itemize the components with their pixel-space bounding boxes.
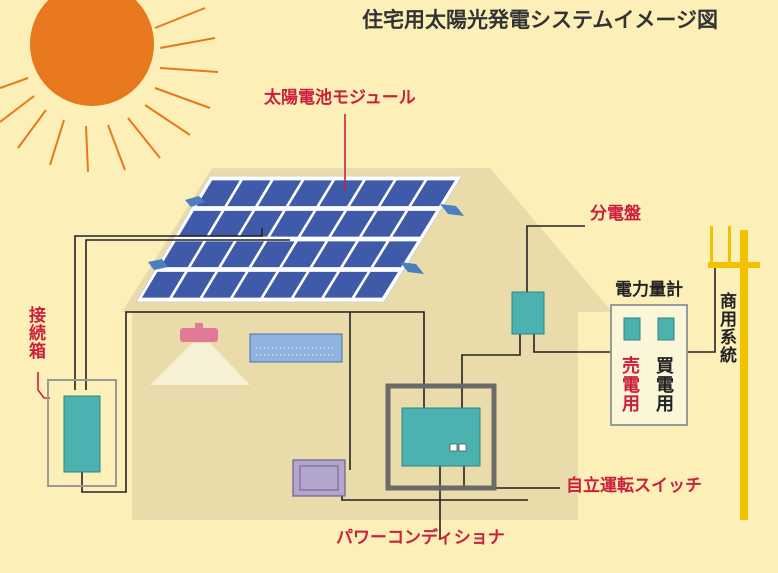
utility-pole-icon (708, 226, 760, 520)
distribution-board-label: 分電盤 (590, 204, 641, 224)
air-conditioner-icon (249, 333, 343, 363)
autonomous-switch-icon (449, 443, 458, 452)
solar-cell (196, 180, 240, 207)
power-conditioner (401, 407, 481, 467)
solar-cell (392, 210, 436, 237)
solar-cell (190, 241, 234, 268)
junction-box-frame (47, 379, 117, 487)
solar-cell (312, 241, 356, 268)
solar-cell (160, 241, 204, 268)
ceiling-light-icon (150, 323, 250, 385)
appliance-box-icon (292, 459, 346, 497)
solar-module-label: 太陽電池モジュール (264, 88, 416, 108)
solar-cell (202, 271, 246, 298)
solar-cell (293, 271, 337, 298)
buy-meter (657, 317, 675, 341)
autonomous-switch-icon (458, 443, 467, 452)
power-conditioner-frame (385, 383, 497, 491)
power-meter-label: 電力量計 (615, 280, 683, 300)
solar-cell (251, 241, 295, 268)
solar-cell (361, 210, 406, 237)
solar-cell (354, 271, 398, 298)
solar-cell (270, 210, 314, 237)
solar-cell (300, 210, 344, 237)
solar-cell (178, 210, 222, 237)
grid-label: 商用系統 (716, 292, 736, 364)
autonomous-switch-label: 自立運転スイッチ (566, 476, 702, 496)
buy-meter-label: 買電用 (653, 356, 674, 413)
solar-cell (221, 241, 265, 268)
solar-cell (331, 210, 375, 237)
solar-cell (209, 210, 253, 237)
solar-cell (233, 271, 277, 298)
solar-cell (263, 271, 307, 298)
solar-cell (343, 241, 387, 268)
solar-cell (239, 210, 283, 237)
solar-panel (135, 175, 464, 303)
solar-cell (282, 241, 326, 268)
solar-cell (411, 180, 455, 207)
solar-cell (350, 180, 394, 207)
junction-box-label: 接続箱 (25, 306, 45, 360)
sell-meter (623, 317, 641, 341)
solar-cell (142, 271, 185, 298)
solar-cell (227, 180, 271, 207)
solar-cell (319, 180, 363, 207)
solar-cell (288, 180, 332, 207)
solar-cell (380, 180, 425, 207)
solar-cell (258, 180, 302, 207)
power-conditioner-label: パワーコンディショナ (336, 528, 505, 548)
diagram-title: 住宅用太陽光発電システムイメージ図 (362, 8, 718, 32)
junction-box (63, 395, 101, 473)
sun-rays (0, 7, 219, 173)
solar-cell (373, 241, 417, 268)
distribution-board (511, 291, 545, 335)
solar-cell (172, 271, 216, 298)
solar-cell (324, 271, 368, 298)
sell-meter-label: 売電用 (619, 356, 640, 413)
sun-icon (30, 0, 154, 106)
